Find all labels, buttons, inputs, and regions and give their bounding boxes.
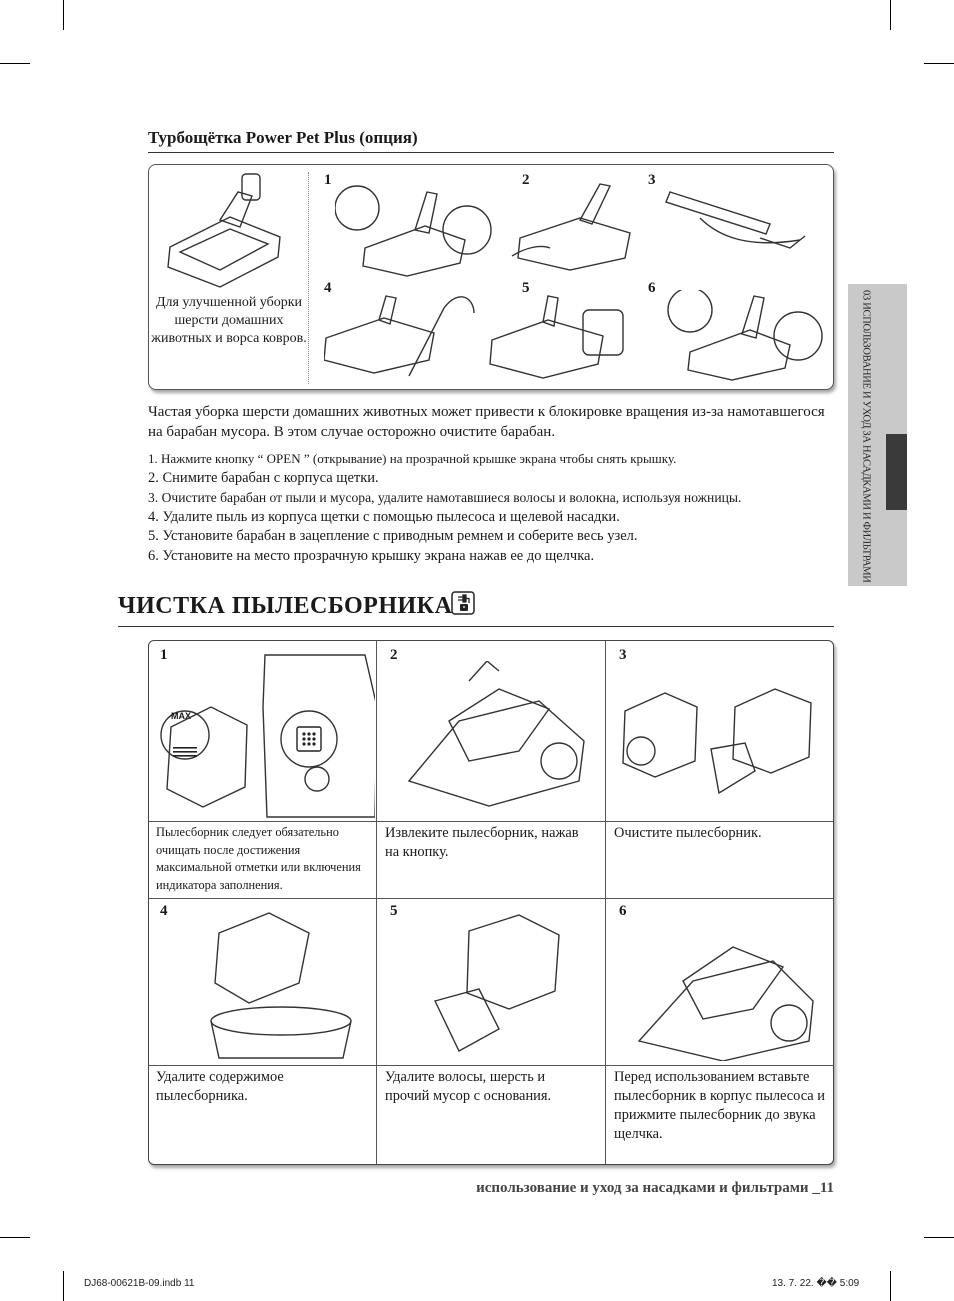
chapter-tab-marker — [886, 434, 907, 510]
bin-step-text: Удалите волосы, шерсть и прочий мусор с … — [385, 1069, 552, 1104]
bin-step-text: Удалите содержимое пылесборника. — [156, 1069, 284, 1104]
step-6-illustration — [667, 290, 823, 381]
step-number: 3 — [648, 172, 656, 188]
step-3-illustration — [665, 191, 806, 249]
crop-mark — [890, 0, 891, 30]
instruction-item: 4. Удалите пыль из корпуса щетки с помощ… — [148, 508, 620, 525]
print-slug-left: DJ68-00621B-09.indb 11 — [84, 1278, 195, 1289]
bin-step-text: Перед использованием вставьте пылесборни… — [614, 1069, 825, 1142]
divider — [149, 1065, 833, 1066]
instruction-item: 1. Нажмите кнопку “ OPEN ” (открывание) … — [148, 451, 677, 466]
turbo-brush-illustration — [167, 173, 281, 288]
crop-mark — [0, 1237, 30, 1238]
bin-step-text: Пылесборник следует обязательно очищать … — [156, 825, 361, 892]
instruction-item: 3. Очистите барабан от пыли и мусора, уд… — [148, 490, 742, 505]
step-1-bin-illustration — [160, 654, 375, 818]
bin-step-text: Извлеките пылесборник, нажав на кнопку. — [385, 825, 579, 860]
step-number: 4 — [324, 280, 332, 296]
step-number: 4 — [160, 903, 168, 919]
step-number: 1 — [324, 172, 332, 188]
step-4-bin-illustration — [210, 912, 352, 1059]
divider — [308, 172, 309, 384]
divider — [118, 626, 834, 627]
crop-mark — [924, 63, 954, 64]
crop-mark — [0, 63, 30, 64]
step-number: 6 — [648, 280, 656, 296]
step-1-illustration — [335, 185, 492, 277]
power-pet-title: Турбощётка Power Pet Plus (опция) — [148, 128, 418, 147]
divider — [149, 898, 833, 899]
step-number: 6 — [619, 903, 627, 919]
step-4-illustration — [324, 295, 475, 377]
crop-mark — [63, 0, 64, 30]
bin-step-text: Очистите пылесборник. — [614, 825, 762, 841]
crop-mark — [890, 1271, 891, 1301]
crop-mark — [924, 1237, 954, 1238]
bin-steps-grid: 1 2 3 MAX Пылесборник следует обязательн — [148, 640, 834, 1165]
warning-paragraph: Частая уборка шерсти домашних животных м… — [148, 404, 825, 440]
bin-cleaning-title: ЧИСТКА ПЫЛЕСБОРНИКА — [118, 593, 453, 619]
instruction-item: 5. Установите барабан в зацепление с при… — [148, 528, 638, 544]
power-pet-caption: Для улучшенной уборки шерсти домашних жи… — [151, 295, 307, 346]
step-2-bin-illustration — [407, 661, 585, 807]
page-footer: использование и уход за насадками и филь… — [476, 1180, 834, 1196]
divider — [605, 641, 606, 1164]
divider — [149, 821, 833, 822]
max-label: MAX — [171, 711, 191, 721]
step-number: 2 — [390, 647, 398, 663]
step-6-bin-illustration — [637, 946, 814, 1061]
crop-mark — [63, 1271, 64, 1301]
step-5-illustration — [489, 295, 624, 379]
instructions-list: 1. Нажмите кнопку “ OPEN ” (открывание) … — [148, 449, 848, 566]
step-number: 1 — [160, 647, 168, 663]
step-number: 5 — [390, 903, 398, 919]
step-5-bin-illustration — [434, 914, 560, 1052]
plug-unplug-icon — [451, 591, 475, 615]
print-slug-right: 13. 7. 22. �� 5:09 — [772, 1278, 860, 1289]
divider — [376, 641, 377, 1164]
chapter-tab-label: 03 ИСПОЛЬЗОВАНИЕ И УХОД ЗА НАСАДКАМИ И Ф… — [860, 290, 872, 583]
step-2-illustration — [511, 183, 631, 271]
step-number: 2 — [522, 172, 530, 188]
divider — [148, 152, 834, 153]
instruction-item: 6. Установите на место прозрачную крышку… — [148, 547, 595, 564]
step-number: 3 — [619, 647, 627, 663]
instruction-item: 2. Снимите барабан с корпуса щетки. — [148, 469, 379, 486]
step-3-bin-illustration — [622, 688, 812, 795]
step-number: 5 — [522, 280, 530, 296]
